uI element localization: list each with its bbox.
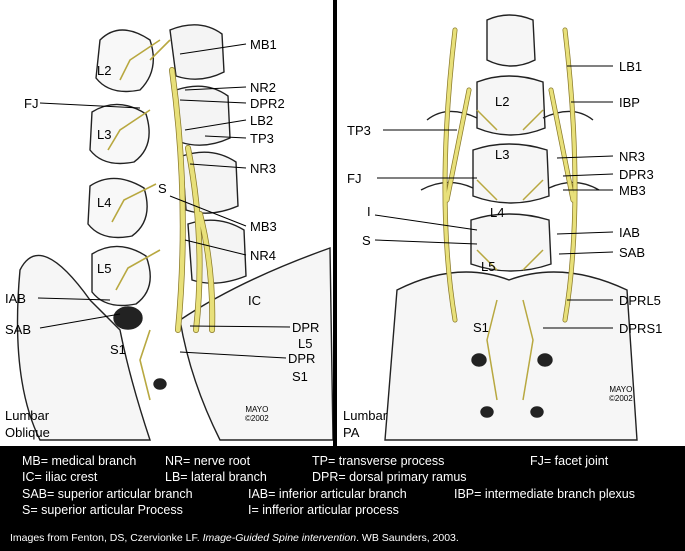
- panel-caption-view: PA: [343, 426, 359, 441]
- label-s: S: [158, 182, 167, 195]
- label-tp3: TP3: [347, 124, 371, 137]
- label-dpr-s1: DPR: [288, 352, 315, 365]
- lumbar-oblique-illustration: [0, 0, 333, 446]
- label-l5: L5: [97, 262, 111, 275]
- legend-dpr: DPR= dorsal primary ramus: [312, 471, 467, 484]
- panel-caption-lumbar: Lumbar: [5, 409, 49, 424]
- lumbar-oblique-panel: MB1 L2 NR2 FJ DPR2 LB2 L3 TP3 NR3 S L4 M…: [0, 0, 333, 446]
- label-nr3: NR3: [619, 150, 645, 163]
- label-ic: IC: [248, 294, 261, 307]
- legend-i: I= infferior articular process: [248, 504, 399, 517]
- legend-ibp: IBP= intermediate branch plexus: [454, 488, 635, 501]
- label-dpr-s1-level: S1: [292, 370, 308, 383]
- label-i: I: [367, 205, 371, 218]
- panel-caption-lumbar: Lumbar: [343, 409, 387, 424]
- label-l2: L2: [97, 64, 111, 77]
- credit-authors: Images from Fenton, DS, Czervionke LF.: [10, 532, 203, 544]
- legend-mb: MB= medical branch: [22, 455, 136, 468]
- legend-nr: NR= nerve root: [165, 455, 250, 468]
- label-l3: L3: [97, 128, 111, 141]
- image-credit: Images from Fenton, DS, Czervionke LF. I…: [10, 532, 459, 544]
- label-s1: S1: [110, 343, 126, 356]
- credit-book-title: Image-Guided Spine intervention: [203, 532, 357, 544]
- label-dpr-l5: DPR: [292, 321, 319, 334]
- mayo-stamp-year: ©2002: [609, 395, 633, 404]
- label-dpr-l5-level: L5: [298, 337, 312, 350]
- label-ibp: IBP: [619, 96, 640, 109]
- label-l3: L3: [495, 148, 509, 161]
- label-s1: S1: [473, 321, 489, 334]
- label-lb2: LB2: [250, 114, 273, 127]
- label-dpr2: DPR2: [250, 97, 285, 110]
- credit-publisher: . WB Saunders, 2003.: [356, 532, 459, 544]
- panel-caption-view: Oblique: [5, 426, 50, 441]
- label-iab: IAB: [5, 292, 26, 305]
- label-nr3: NR3: [250, 162, 276, 175]
- label-fj: FJ: [24, 97, 38, 110]
- mayo-stamp: MAYO ©2002: [245, 406, 269, 424]
- lumbar-pa-panel: LB1 IBP L2 TP3 L3 NR3 DPR3 FJ MB3 I L4 I…: [337, 0, 685, 446]
- legend-iab: IAB= inferior articular branch: [248, 488, 407, 501]
- label-l4: L4: [97, 196, 111, 209]
- label-dpr3: DPR3: [619, 168, 654, 181]
- legend-s: S= superior articular Process: [22, 504, 183, 517]
- label-l2: L2: [495, 95, 509, 108]
- legend-tp: TP= transverse process: [312, 455, 444, 468]
- label-dprs1: DPRS1: [619, 322, 662, 335]
- label-fj: FJ: [347, 172, 361, 185]
- mayo-stamp: MAYO ©2002: [609, 386, 633, 404]
- label-mb1: MB1: [250, 38, 277, 51]
- label-sab: SAB: [619, 246, 645, 259]
- legend-lb: LB= lateral branch: [165, 471, 267, 484]
- label-dprl5: DPRL5: [619, 294, 661, 307]
- label-nr4: NR4: [250, 249, 276, 262]
- label-lb1: LB1: [619, 60, 642, 73]
- label-mb3: MB3: [250, 220, 277, 233]
- label-iab: IAB: [619, 226, 640, 239]
- label-mb3: MB3: [619, 184, 646, 197]
- label-nr2: NR2: [250, 81, 276, 94]
- legend-fj: FJ= facet joint: [530, 455, 608, 468]
- label-l5: L5: [481, 260, 495, 273]
- label-l4: L4: [490, 206, 504, 219]
- mayo-stamp-year: ©2002: [245, 415, 269, 424]
- label-tp3: TP3: [250, 132, 274, 145]
- legend-sab: SAB= superior articular branch: [22, 488, 193, 501]
- legend-ic: IC= iliac crest: [22, 471, 97, 484]
- label-s: S: [362, 234, 371, 247]
- label-sab: SAB: [5, 323, 31, 336]
